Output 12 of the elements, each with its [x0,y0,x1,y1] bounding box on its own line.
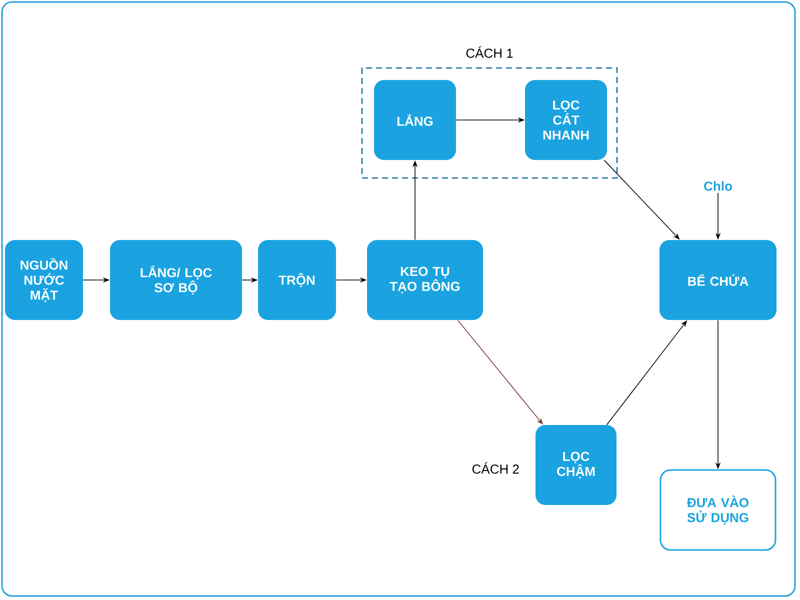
process-box: TRỘN [258,240,336,320]
side-label: CÁCH 2 [472,462,519,474]
process-box: NGUỒN NƯỚC MẶT [5,240,83,320]
process-box: LẮNG/ LỌC SƠ BỘ [110,240,242,320]
node-label: CÁCH 1 [466,46,513,58]
process-box: LỌC CÁT NHANH [525,80,607,160]
output-box: ĐƯA VÀO SỬ DỤNG [660,469,776,551]
process-box: LỌC CHẬM [536,425,616,505]
input-label: Chlo [704,181,732,191]
process-box: BỂ CHỨA [660,240,776,320]
process-box: LẮNG [374,80,456,160]
process-box: KEO TỤ TẠO BÔNG [367,240,483,320]
